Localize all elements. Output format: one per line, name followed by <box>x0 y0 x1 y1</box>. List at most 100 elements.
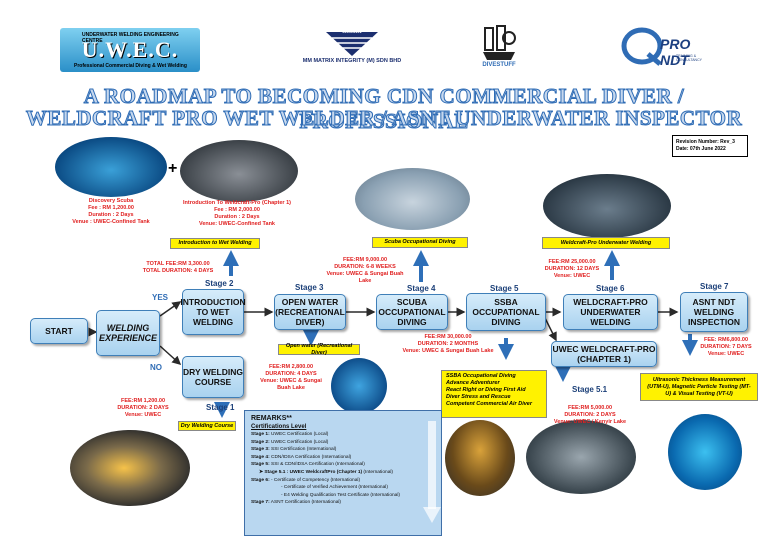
remarks-line: Stage 1: UWEC Certification (Local) <box>251 431 435 439</box>
intro-ch1-duration: Duration : 2 Days <box>214 214 260 220</box>
start-box: START <box>30 318 88 344</box>
remarks-line-label: Stage 6: <box>251 477 270 483</box>
remarks-line: - E4 Welding Qualification Test Certific… <box>251 492 435 500</box>
dry-welding-label: Dry Welding Course <box>178 421 236 431</box>
remarks-line: ➤ Stage 5.1 : UWEC WeldcraftPro (Chapter… <box>251 469 435 477</box>
dry-welding-box: DRY WELDING COURSE <box>182 356 244 398</box>
intro-wet-welding-label: Introduction to Wet Welding <box>170 238 260 249</box>
welding-experience-box: WELDING EXPERIENCE <box>96 310 160 356</box>
stage1-fee-text: FEE:RM 1,200.00 DURATION: 2 DAYS Venue: … <box>108 398 178 419</box>
discovery-fee-text: Discovery Scuba Fee : RM 1,200.00 Durati… <box>56 198 166 226</box>
remarks-line-text: SSI & CDN/IDSA Certification (Internatio… <box>269 462 365 468</box>
intro-ch1-fee: Fee : RM 2,000.00 <box>214 207 260 213</box>
stage6-fee-text: FEE:RM 25,000.00 DURATION: 12 DAYS Venue… <box>536 259 608 280</box>
mmmi-logo: MMMI MM MATRIX INTEGRITY (M) SDN BHD <box>297 22 407 72</box>
intro-ch1-fee-text: Introduction To Weldcraft-Pro (Chapter 1… <box>172 200 302 228</box>
ssba-helmet-photo <box>445 420 515 496</box>
remarks-line-text: - Certificate of Verified Achievement (I… <box>281 485 388 491</box>
stage2-fee-text: TOTAL FEE:RM 3,300.00 TOTAL DURATION: 4 … <box>138 261 218 275</box>
mmmi-name: MM MATRIX INTEGRITY (M) SDN BHD <box>302 58 402 64</box>
intro-ch1-title: Introduction To Weldcraft-Pro (Chapter 1… <box>183 200 291 206</box>
mmmi-badge: MMMI <box>342 28 362 35</box>
stage1-label: Stage 1 <box>206 403 235 412</box>
remarks-line: Stage 4: CDN/IDSA Certification (Interna… <box>251 454 435 462</box>
revision-box: Revision Number: Rev_3 Date: 07th June 2… <box>672 135 748 157</box>
no-label: NO <box>150 363 162 372</box>
stage3-label: Stage 3 <box>295 283 324 292</box>
remarks-line: Stage 2: UWEC Certification (Local) <box>251 439 435 447</box>
remarks-line-text: ASNT Certification (International) <box>269 500 342 506</box>
uwec-weldcraft-photo <box>526 420 636 494</box>
page-title-line1: A ROADMAP TO BECOMING CDN COMMERCIAL DIV… <box>83 84 685 134</box>
scuba-occupational-photo <box>355 168 470 230</box>
remarks-line-text: - Certificate of Competency (Internation… <box>269 477 361 483</box>
remarks-line: - Certificate of Verified Achievement (I… <box>251 484 435 492</box>
stage7-venue: Venue: UWEC <box>707 351 745 357</box>
remarks-line-label: Stage 1: <box>251 432 270 437</box>
open-water-label: Open water (Recreational Diver) <box>278 343 360 356</box>
prondt-sub: TRAINING & CONSULTANCY <box>676 54 702 62</box>
stage7-label: Stage 7 <box>700 282 729 291</box>
mmmi-emblem-icon <box>326 32 378 56</box>
remarks-line-text: CDN/IDSA Certification (International) <box>269 454 352 460</box>
remarks-line-label: Stage 5: <box>251 462 270 468</box>
intro-wet-welding-box: INTRODUCTION TO WET WELDING <box>180 289 246 335</box>
uwec-logo: UNDERWATER WELDING ENGINEERING CENTRE U.… <box>60 28 200 72</box>
prondt-emblem-icon <box>621 27 663 66</box>
divestuff-text: DIVESTUFF <box>482 62 516 68</box>
remarks-panel: REMARKS** Certifications Level Stage 1: … <box>244 410 442 536</box>
stage3-duration: DURATION: 4 DAYS <box>265 371 317 377</box>
stage3-venue: Venue: UWEC & Sungai Buah Lake <box>260 378 322 391</box>
stage1-venue: Venue: UWEC <box>124 412 162 418</box>
remarks-line-label: Stage 2: <box>251 439 270 445</box>
remarks-line-text: - E4 Welding Qualification Test Certific… <box>281 492 401 498</box>
stage51-fee: FEE:RM 5,000.00 <box>567 405 613 411</box>
prondt-text: PRO NDT <box>660 36 691 68</box>
remarks-line-label: Stage 3: <box>251 447 270 453</box>
open-water-photo <box>331 358 387 414</box>
stage4-fee-text: FEE:RM 9,000.00 DURATION: 6-8 WEEKS Venu… <box>320 257 410 285</box>
remarks-line-text: SSI Certification (International) <box>269 447 337 453</box>
stage4-label: Stage 4 <box>407 284 436 293</box>
yes-label: YES <box>152 293 169 302</box>
stage6-venue: Venue: UWEC <box>553 273 591 279</box>
remarks-line-label: ➤ Stage 5.1 : UWEC WeldcraftPro (Chapter… <box>259 469 363 475</box>
stage6-label: Stage 6 <box>596 284 625 293</box>
stage5-venue: Venue: UWEC & Sungai Buah Lake <box>402 348 494 354</box>
weldcraft-photo <box>543 174 671 238</box>
stage2-total-duration: TOTAL DURATION: 4 DAYS <box>142 268 214 274</box>
remarks-line: Stage 3: SSI Certification (Internationa… <box>251 446 435 454</box>
stage5-label: Stage 5 <box>490 284 519 293</box>
uwec-logo-top-text: UNDERWATER WELDING ENGINEERING CENTRE <box>82 32 179 44</box>
stage2-label: Stage 2 <box>205 279 234 288</box>
asnt-photo <box>668 414 742 490</box>
remarks-line: Stage 5: SSI & CDN/IDSA Certification (I… <box>251 461 435 469</box>
stage5-fee: FEE:RM 30,000.00 <box>424 334 472 340</box>
remarks-line-text: UWEC Certification (Local) <box>269 432 329 437</box>
wet-welding-photo <box>180 140 298 202</box>
stage3-fee: FEE:RM 2,800.00 <box>268 364 314 370</box>
ssba-item: Advance Adventurer <box>446 380 500 386</box>
stage4-duration: DURATION: 6-8 WEEKS <box>334 264 396 270</box>
page-title-line2: WELDCRAFT PRO WET WELDER / ASNT UNDERWAT… <box>25 106 743 131</box>
uwec-logo-bottom-text: Professional Commercial Diving & Wet Wel… <box>74 63 187 69</box>
stage51-fee-text: FEE:RM 5,000.00 DURATION: 2 DAYS Venue: … <box>545 405 635 426</box>
remarks-line-text: (International) <box>362 469 394 475</box>
stage7-fee-text: FEE: RM6,800.00 DURATION: 7 DAYS Venue: … <box>696 337 756 358</box>
stage51-label: Stage 5.1 <box>572 385 608 394</box>
stage4-venue: Venue: UWEC & Sungai Buah Lake <box>326 271 404 284</box>
prondt-logo: PRO NDT TRAINING & CONSULTANCY <box>620 24 720 68</box>
stage6-duration: DURATION: 12 DAYS <box>544 266 600 272</box>
diver-helmet-icon <box>483 25 516 60</box>
stage5-duration: DURATION: 2 MONTHS <box>417 341 479 347</box>
uwec-logo-text: U.W.E.C. <box>81 37 179 62</box>
stage1-fee: FEE:RM 1,200.00 <box>120 398 166 404</box>
weldcraft-label: Weldcraft-Pro Underwater Welding <box>542 237 670 249</box>
ssba-occ-box: SSBA OCCUPATIONAL DIVING <box>466 293 546 331</box>
stage51-duration: DURATION: 2 DAYS <box>564 412 616 418</box>
scuba-occ-box: SCUBA OCCUPATIONAL DIVING <box>376 294 448 330</box>
ssba-label: SSBA Occupational Diving Advance Adventu… <box>441 370 547 418</box>
ssba-item: Diver Stress and Rescue <box>446 394 511 400</box>
ssba-item: React Right or Diving First Aid <box>446 387 526 393</box>
